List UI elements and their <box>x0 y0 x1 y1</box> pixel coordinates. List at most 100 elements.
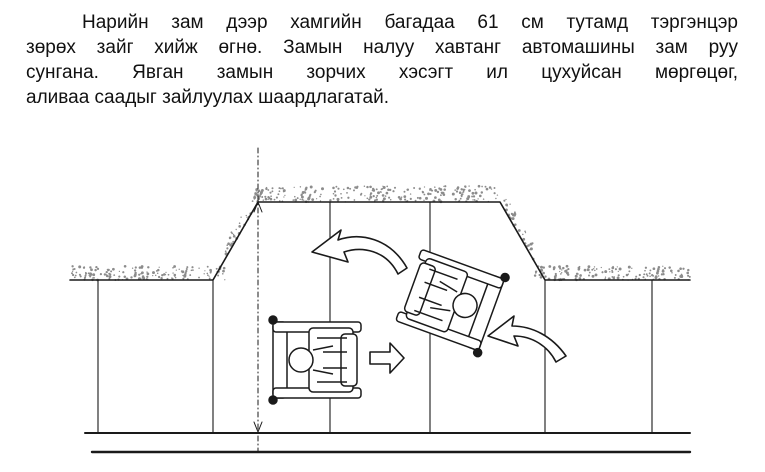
texture-speck <box>509 203 511 205</box>
texture-speck <box>454 197 457 201</box>
right-arrow-icon <box>369 342 405 374</box>
texture-speck <box>138 266 142 269</box>
texture-speck <box>335 185 338 188</box>
texture-speck <box>182 277 185 280</box>
texture-speck <box>157 275 161 279</box>
texture-speck <box>304 191 307 194</box>
texture-speck <box>604 278 606 280</box>
texture-speck <box>280 187 282 190</box>
texture-speck <box>513 211 516 214</box>
texture-speck <box>654 275 658 279</box>
texture-speck <box>416 196 419 199</box>
texture-speck <box>346 192 348 194</box>
texture-speck <box>429 192 432 196</box>
texture-speck <box>512 213 516 217</box>
texture-speck <box>493 192 496 195</box>
sidewalk-edge-line <box>69 201 691 281</box>
texture-speck <box>544 275 547 278</box>
texture-speck <box>175 269 177 271</box>
texture-speck <box>474 191 478 195</box>
texture-speck <box>462 191 464 194</box>
texture-speck <box>161 274 164 277</box>
texture-speck <box>74 274 77 277</box>
texture-speck <box>645 273 648 276</box>
texture-speck <box>542 266 545 269</box>
texture-speck <box>340 196 343 199</box>
texture-speck <box>118 275 121 278</box>
texture-speck <box>130 276 133 279</box>
texture-speck <box>95 265 98 269</box>
texture-speck <box>438 187 441 190</box>
texture-speck <box>604 276 607 278</box>
texture-speck <box>313 191 316 194</box>
texture-speck <box>103 273 107 276</box>
texture-speck <box>271 190 274 193</box>
texture-speck <box>414 199 417 202</box>
texture-speck <box>96 267 100 271</box>
texture-speck <box>468 189 471 192</box>
texture-speck <box>393 186 397 189</box>
texture-speck <box>628 270 631 273</box>
texture-speck <box>173 265 176 268</box>
texture-speck <box>332 192 335 195</box>
texture-speck <box>444 185 447 188</box>
texture-speck <box>110 270 113 273</box>
texture-speck <box>638 273 641 277</box>
texture-speck <box>294 198 298 202</box>
texture-speck <box>78 273 81 276</box>
texture-speck <box>662 269 665 272</box>
texture-speck <box>561 269 563 271</box>
texture-speck <box>472 199 474 201</box>
texture-speck <box>337 187 340 190</box>
texture-speck <box>649 269 652 272</box>
texture-speck <box>204 270 206 272</box>
curved-arrow-icon <box>487 315 567 363</box>
texture-speck <box>235 228 237 231</box>
texture-speck <box>191 266 194 269</box>
texture-speck <box>305 186 308 190</box>
texture-speck <box>517 229 521 232</box>
texture-speck <box>258 195 261 198</box>
texture-speck <box>364 195 366 197</box>
texture-speck <box>593 268 595 270</box>
texture-speck <box>594 273 598 277</box>
texture-speck <box>190 269 193 272</box>
texture-speck <box>461 193 464 196</box>
texture-speck <box>617 270 619 273</box>
texture-speck <box>71 273 75 277</box>
texture-speck <box>460 188 463 191</box>
texture-speck <box>443 188 446 191</box>
texture-speck <box>687 274 690 277</box>
texture-speck <box>604 270 608 274</box>
texture-speck <box>92 273 96 277</box>
texture-speck <box>616 276 620 280</box>
paving-joints <box>97 201 653 433</box>
texture-speck <box>269 197 273 201</box>
texture-speck <box>662 265 664 267</box>
texture-speck <box>78 265 82 269</box>
texture-speck <box>529 247 533 251</box>
texture-speck <box>561 272 563 274</box>
texture-speck <box>138 273 141 276</box>
texture-speck <box>508 213 510 216</box>
texture-speck <box>560 273 562 275</box>
texture-speck <box>386 191 388 194</box>
texture-speck <box>215 267 218 270</box>
texture-speck <box>538 273 541 276</box>
ground-texture <box>70 184 691 282</box>
texture-speck <box>238 225 242 228</box>
texture-speck <box>625 273 629 277</box>
texture-speck <box>440 191 443 194</box>
texture-speck <box>474 188 476 191</box>
texture-speck <box>122 271 125 274</box>
texture-speck <box>631 267 633 269</box>
texture-speck <box>332 186 335 190</box>
texture-speck <box>315 198 318 200</box>
texture-speck <box>261 196 264 198</box>
texture-speck <box>688 275 691 278</box>
texture-speck <box>657 275 660 277</box>
texture-speck <box>267 198 269 201</box>
texture-speck <box>105 270 108 274</box>
texture-speck <box>443 185 445 187</box>
wheelchair-passing-space-figure <box>0 140 765 472</box>
